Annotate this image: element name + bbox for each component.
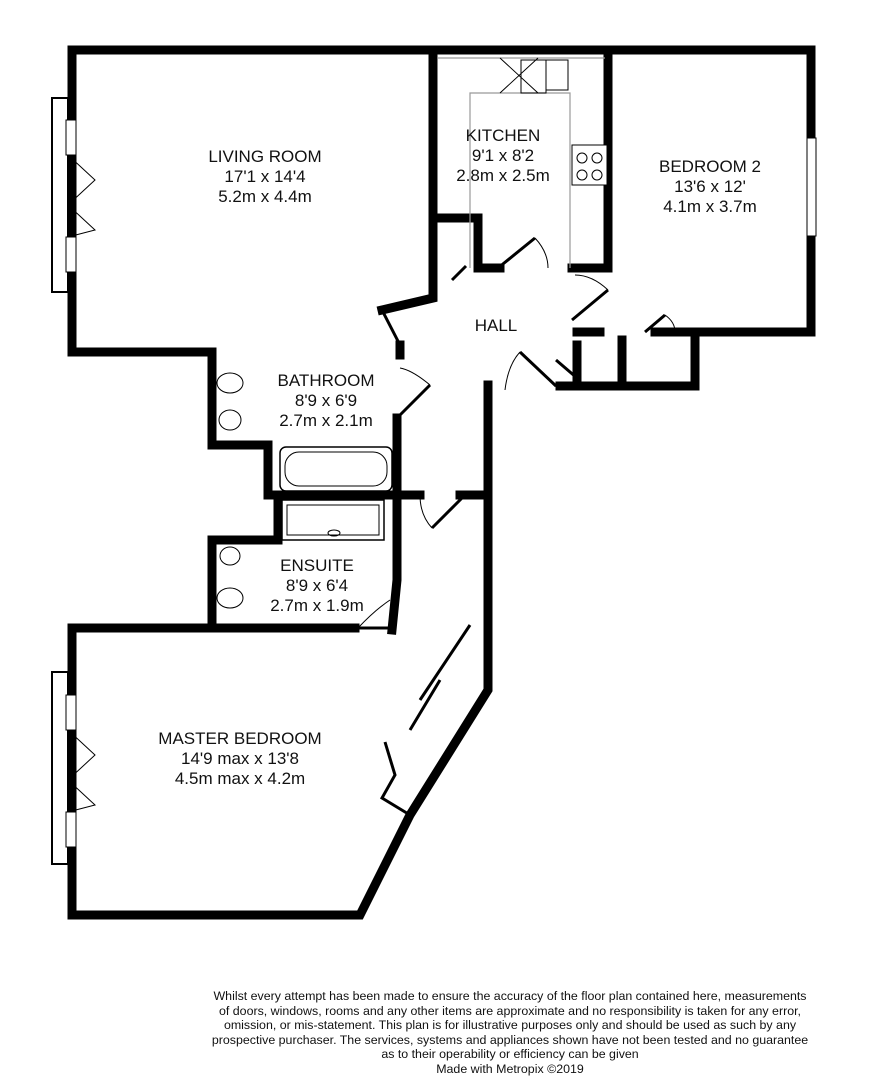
bathroom-door[interactable] bbox=[395, 383, 432, 420]
room-size-imperial: 17'1 x 14'4 bbox=[224, 167, 306, 186]
kitchen-worktop bbox=[438, 57, 605, 268]
cupboard-door[interactable] bbox=[450, 264, 468, 282]
kitchen-wall-right bbox=[567, 45, 613, 273]
sink-icon bbox=[545, 59, 569, 91]
room-size-imperial: 8'9 x 6'9 bbox=[294, 391, 358, 410]
cupboards-wall bbox=[572, 327, 695, 391]
disclaimer-line: prospective purchaser. The services, sys… bbox=[211, 1032, 809, 1047]
room-size-imperial: 9'1 x 8'2 bbox=[471, 146, 535, 165]
toilet-icon bbox=[216, 372, 244, 394]
master-bedroom-window bbox=[51, 671, 69, 865]
hall-label: HALL bbox=[475, 316, 518, 336]
wardrobe-wall bbox=[379, 741, 411, 817]
credit-line: Made with Metropix ©2019 bbox=[436, 1061, 584, 1076]
room-size-metric: 2.8m x 2.5m bbox=[456, 166, 550, 185]
basin-icon bbox=[219, 546, 241, 566]
room-name: LIVING ROOM bbox=[208, 147, 322, 166]
kitchen-door[interactable] bbox=[497, 236, 536, 270]
disclaimer-line: of doors, windows, rooms and any other i… bbox=[219, 1003, 801, 1018]
room-name: MASTER BEDROOM bbox=[158, 729, 322, 748]
french-door-icon bbox=[67, 154, 97, 238]
cupboard-door[interactable] bbox=[644, 313, 666, 334]
ensuite-label: ENSUITE 8'9 x 6'4 2.7m x 1.9m bbox=[270, 556, 364, 616]
bathroom-label: BATHROOM 8'9 x 6'9 2.7m x 2.1m bbox=[278, 371, 375, 431]
sink-drainer-icon bbox=[520, 59, 547, 94]
room-size-metric: 4.1m x 3.7m bbox=[663, 197, 757, 216]
bath-hall-wall bbox=[387, 413, 402, 635]
bedroom-2-window bbox=[806, 137, 817, 237]
living-room-label: LIVING ROOM 17'1 x 14'4 5.2m x 4.4m bbox=[208, 147, 321, 207]
master-window-pane bbox=[65, 694, 77, 731]
hob-icon bbox=[571, 144, 608, 186]
living-room-wall bbox=[67, 95, 217, 357]
disclaimer-line: omission, or mis-statement. This plan is… bbox=[223, 1018, 797, 1033]
room-name: HALL bbox=[474, 316, 518, 335]
disclaimer: Whilst every attempt has been made to en… bbox=[190, 989, 830, 1077]
bedroom-2-label: BEDROOM 2 13'6 x 12' 4.1m x 3.7m bbox=[659, 157, 761, 217]
toilet-icon bbox=[216, 587, 244, 609]
bedroom-2-door[interactable] bbox=[571, 288, 609, 322]
kitchen-label: KITCHEN 9'1 x 8'2 2.8m x 2.5m bbox=[456, 126, 550, 186]
room-size-metric: 2.7m x 1.9m bbox=[270, 596, 364, 615]
room-size-metric: 5.2m x 4.4m bbox=[218, 187, 312, 206]
hall-wall-left bbox=[376, 213, 438, 316]
bathroom-wall bbox=[207, 347, 405, 500]
disclaimer-line: as to their operability or efficiency ca… bbox=[381, 1047, 639, 1062]
room-name: KITCHEN bbox=[465, 126, 541, 145]
room-size-imperial: 14'9 max x 13'8 bbox=[180, 749, 299, 768]
master-bedroom-label: MASTER BEDROOM 14'9 max x 13'8 4.5m max … bbox=[158, 729, 321, 789]
outer-wall-top bbox=[67, 45, 816, 391]
room-size-metric: 2.7m x 2.1m bbox=[279, 411, 373, 430]
disclaimer-line: Whilst every attempt has been made to en… bbox=[213, 989, 807, 1003]
room-name: ENSUITE bbox=[280, 556, 354, 575]
living-room-window-pane bbox=[65, 236, 77, 273]
room-size-imperial: 8'9 x 6'4 bbox=[285, 576, 349, 595]
wardrobe-doors bbox=[408, 624, 472, 731]
room-size-metric: 4.5m max x 4.2m bbox=[174, 769, 306, 788]
ensuite-wall bbox=[207, 490, 360, 633]
living-room-window-pane bbox=[65, 119, 77, 156]
master-bedroom-wall bbox=[67, 380, 493, 920]
room-name: BATHROOM bbox=[277, 371, 375, 390]
shower-tray-icon bbox=[281, 499, 385, 541]
kitchen-wall-left bbox=[428, 45, 505, 273]
living-room-door[interactable] bbox=[380, 309, 402, 346]
bath-icon bbox=[279, 446, 393, 492]
basin-icon bbox=[218, 409, 242, 431]
room-size-imperial: 13'6 x 12' bbox=[674, 177, 746, 196]
master-window-pane bbox=[65, 811, 77, 848]
room-name: BEDROOM 2 bbox=[658, 157, 762, 176]
washing-machine-icon bbox=[499, 57, 539, 94]
living-room-window bbox=[51, 97, 69, 293]
hall-cupboard-door[interactable] bbox=[518, 350, 558, 388]
hall-cupboard-door[interactable] bbox=[555, 358, 578, 380]
master-bedroom-door[interactable] bbox=[430, 493, 467, 530]
french-door-icon bbox=[67, 729, 97, 813]
